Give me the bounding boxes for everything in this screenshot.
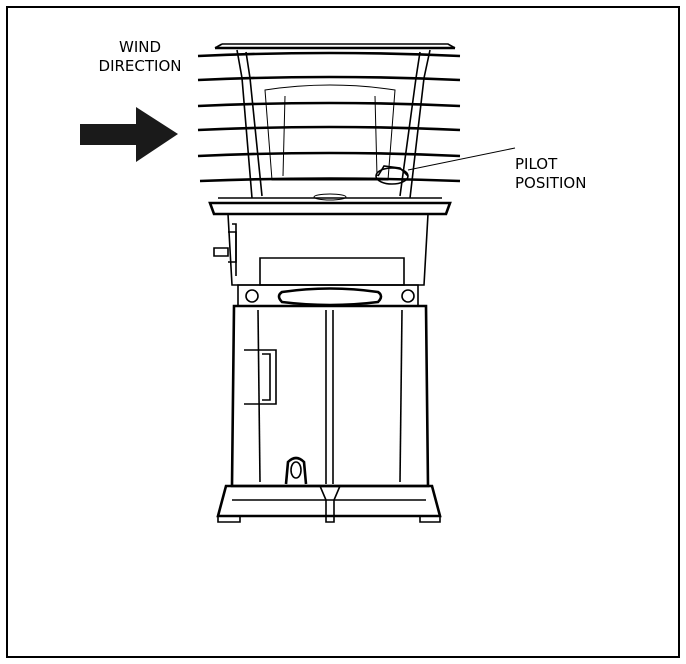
pilot-assembly xyxy=(375,147,516,185)
diagram-frame xyxy=(6,6,680,658)
wind-guard-rings xyxy=(197,51,461,183)
heater-top-cap xyxy=(214,43,456,50)
pilot-position-label: PILOT POSITION xyxy=(515,155,587,192)
upper-body xyxy=(213,213,429,286)
wind-guard-frame xyxy=(236,49,431,199)
burner-plate xyxy=(208,193,452,216)
fuel-tank xyxy=(230,304,430,488)
wind-arrow xyxy=(80,107,178,162)
connector-band xyxy=(237,284,419,307)
heater-base xyxy=(216,484,442,523)
wind-direction-label: WIND DIRECTION xyxy=(98,38,182,75)
